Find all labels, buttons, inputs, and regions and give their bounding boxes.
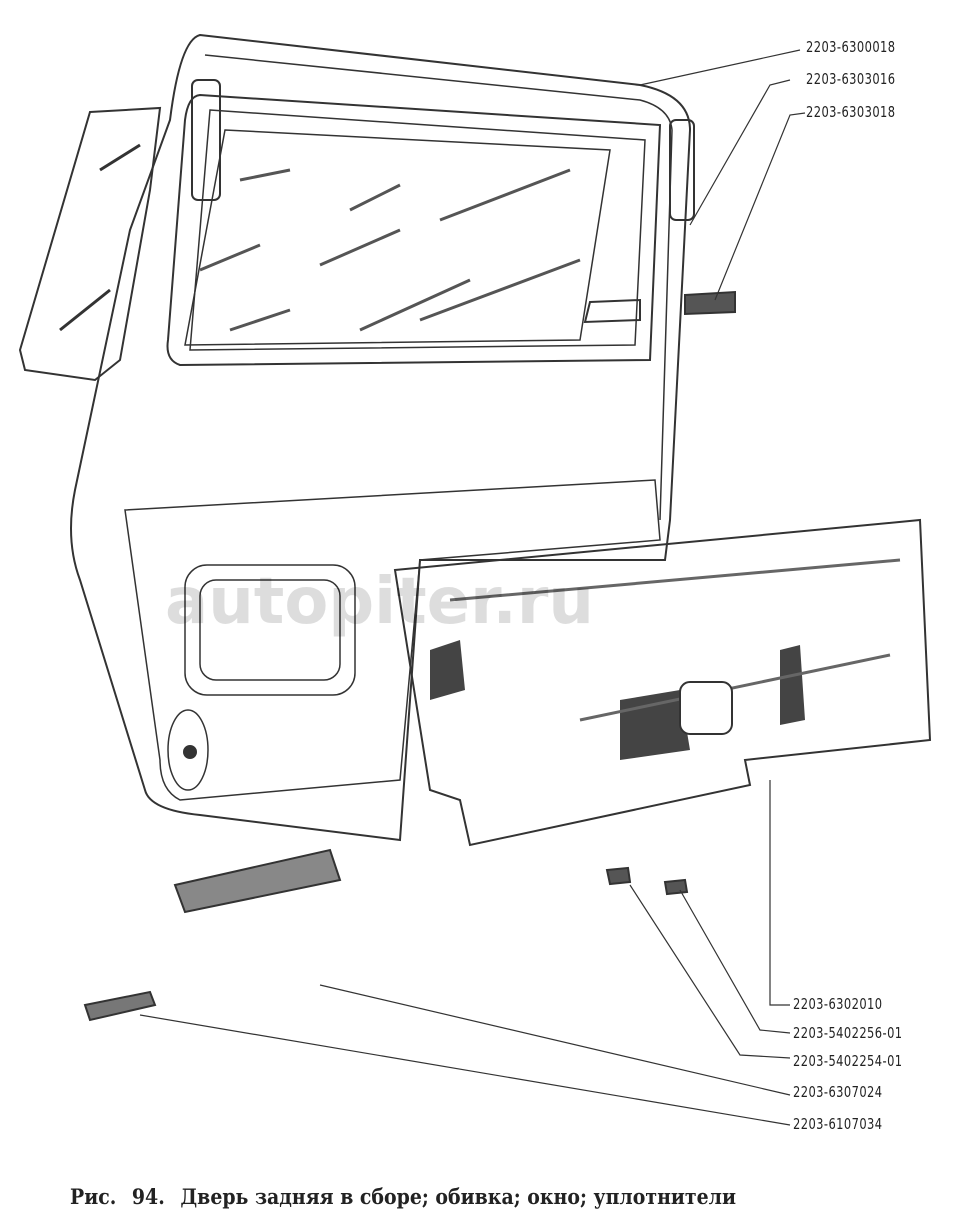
side-glass <box>18 106 162 382</box>
leader-lines <box>139 49 806 1126</box>
door-frame <box>70 33 692 842</box>
plug-part <box>663 878 689 896</box>
weatherstrip-short <box>83 990 157 1022</box>
hinge-plate-left <box>191 79 221 201</box>
caption-number: 94. <box>131 1184 165 1209</box>
inner-door-panel <box>124 479 661 801</box>
part-label: 2203-5402256-01 <box>793 1024 903 1042</box>
clip-part <box>605 866 632 886</box>
part-label: 2203-6303018 <box>806 103 896 121</box>
part-label: 2203-6107034 <box>793 1115 883 1133</box>
caption-text: Дверь задняя в сборе; обивка; окно; упло… <box>180 1184 737 1209</box>
part-label: 2203-6300018 <box>806 38 896 56</box>
part-label: 2203-6307024 <box>793 1083 883 1101</box>
caption-prefix: Рис. <box>70 1184 117 1209</box>
figure-caption: Рис. 94. Дверь задняя в сборе; обивка; о… <box>70 1184 745 1209</box>
handle <box>583 298 641 324</box>
part-label: 2203-5402254-01 <box>793 1052 903 1070</box>
window-glass <box>184 129 611 346</box>
weatherstrip-long <box>173 848 342 914</box>
part-label: 2203-6302010 <box>793 995 883 1013</box>
watermark: autopiter.ru <box>165 565 594 639</box>
watermark-text: autopiter.ru <box>165 565 594 639</box>
door-trim-panel <box>393 518 932 847</box>
hinge-plate-right <box>669 119 695 221</box>
part-label: 2203-6303016 <box>806 70 896 88</box>
